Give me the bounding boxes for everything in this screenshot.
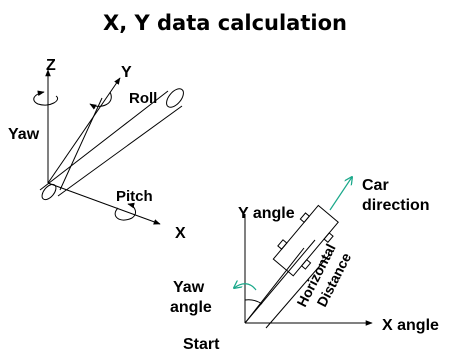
- car-trajectory-diagram: [244, 204, 373, 329]
- car-body: [272, 204, 339, 277]
- x-angle-label: X angle: [382, 317, 439, 334]
- pitch-label: Pitch: [116, 188, 153, 205]
- page-title: X, Y data calculation: [103, 11, 347, 35]
- heading-line: [244, 239, 316, 324]
- car-direction-arrow: [329, 177, 352, 211]
- y-angle-label: Y angle: [238, 205, 295, 222]
- car-direction-label-2: direction: [362, 197, 430, 214]
- start-label: Start: [183, 336, 220, 353]
- car-direction-label-1: Car: [362, 177, 389, 194]
- roll-label: Roll: [129, 90, 157, 107]
- x-axis-label: X: [175, 225, 186, 242]
- yaw-angle-arc: [244, 299, 263, 305]
- yaw-rotation-arrow: [33, 90, 58, 106]
- yaw-angle-label-2: angle: [170, 299, 212, 316]
- roll-cylinder: [39, 88, 184, 201]
- roll-rotation-arrow: [89, 91, 112, 110]
- rotation-axes-diagram: [33, 69, 184, 225]
- yaw-label: Yaw: [8, 126, 40, 143]
- yaw-angle-arrow: [234, 284, 257, 291]
- y-axis-label: Y: [121, 64, 132, 81]
- z-axis-label: Z: [46, 57, 56, 74]
- yaw-angle-label-1: Yaw: [173, 279, 205, 296]
- pitch-rotation-arrow: [114, 202, 136, 221]
- y-axis: [47, 77, 121, 184]
